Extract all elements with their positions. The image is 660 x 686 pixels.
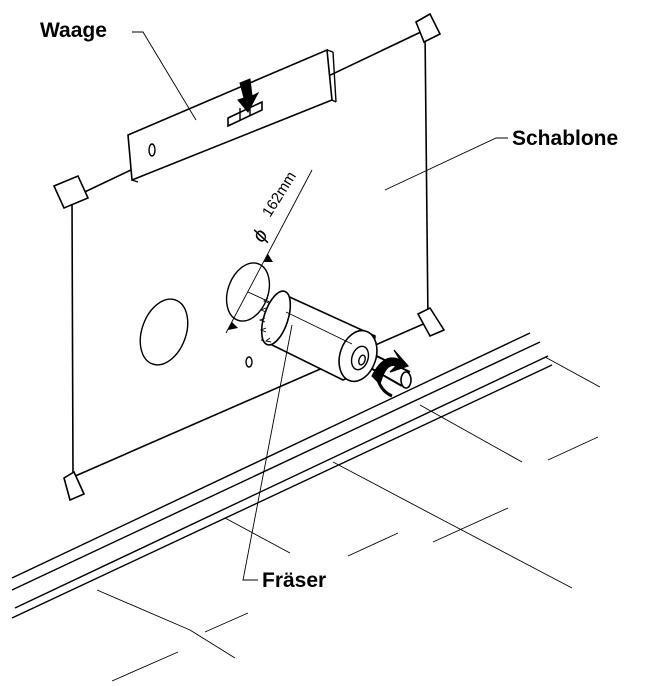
tape-bottom-left [63, 470, 86, 502]
label-level: Waage [40, 19, 107, 42]
label-template: Schablone [512, 127, 618, 150]
hole-small [245, 356, 253, 368]
rotation-arrow-icon [371, 349, 410, 386]
template-sheet [52, 12, 446, 502]
floor-tiles [96, 356, 601, 682]
tape-bottom-right [416, 306, 446, 338]
press-arrow-icon [237, 78, 260, 113]
spirit-level [127, 48, 337, 183]
tape-top-right [414, 12, 442, 44]
hole-left [139, 298, 189, 366]
leader-lines [132, 31, 508, 581]
cutter-teeth [260, 290, 292, 346]
baseboard-edge [11, 332, 553, 619]
hole-saw-cutter [258, 290, 412, 398]
label-cutter: Fräser [262, 569, 326, 592]
tape-top-left [52, 174, 90, 210]
cutter-end [338, 329, 378, 383]
